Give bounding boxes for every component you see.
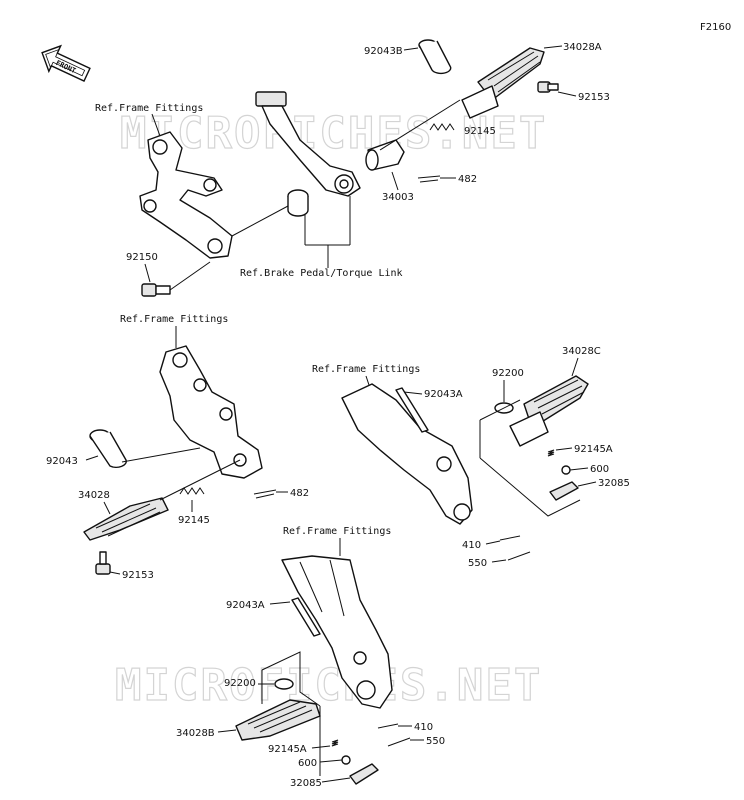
callout-600-bottom: 600 <box>298 758 317 769</box>
ball-600-mid <box>561 465 571 475</box>
callout-482-mid: 482 <box>290 488 309 499</box>
pin-92043 <box>89 429 127 468</box>
callout-92153-top: 92153 <box>578 92 610 103</box>
clip-482-mid <box>253 489 277 499</box>
watermark-bottom: MICROFICHES.NET <box>115 660 542 711</box>
callout-92145-top: 92145 <box>464 126 496 137</box>
cotter-550-mid <box>507 551 531 561</box>
callout-92150: 92150 <box>126 252 158 263</box>
callout-34028B: 34028B <box>176 728 215 739</box>
callout-92043A-mid: 92043A <box>424 389 463 400</box>
front-arrow-icon: FRONT <box>41 44 91 82</box>
footpeg-34028A <box>461 47 545 119</box>
pin-92043A-mid <box>395 387 429 433</box>
ref-frame-fittings-label-1: Ref.Frame Fittings <box>95 103 203 114</box>
ref-frame-fittings-label-4: Ref.Frame Fittings <box>283 526 391 537</box>
callout-600-mid: 600 <box>590 464 609 475</box>
callout-34028A: 34028A <box>563 42 602 53</box>
footpeg-holder-34003 <box>365 139 405 171</box>
pin-410-mid <box>499 535 521 541</box>
bolt-92150 <box>141 283 171 297</box>
callout-92043: 92043 <box>46 456 78 467</box>
callout-92043A-bottom: 92043A <box>226 600 265 611</box>
callout-32085-bottom: 32085 <box>290 778 322 789</box>
ref-frame-fittings-label-2: Ref.Frame Fittings <box>120 314 228 325</box>
callout-92145-mid: 92145 <box>178 515 210 526</box>
pedal-lever <box>255 91 361 197</box>
spring-92145-top <box>429 123 455 131</box>
spring-92145A-bottom <box>331 739 339 747</box>
callout-32085-mid: 32085 <box>598 478 630 489</box>
washer-92200-bottom <box>274 678 294 690</box>
footrest-bracket-middle <box>159 345 263 479</box>
callout-34028C: 34028C <box>562 346 601 357</box>
footpeg-34028C <box>509 375 589 447</box>
spring-92145-mid <box>179 487 205 495</box>
ref-brake-pedal-label: Ref.Brake Pedal/Torque Link <box>240 268 403 279</box>
ball-600-bottom <box>341 755 351 765</box>
pin-92043A-bottom <box>291 597 321 637</box>
callout-92145A-mid: 92145A <box>574 444 613 455</box>
callout-92153-mid: 92153 <box>122 570 154 581</box>
bolt-92153-top <box>537 81 559 93</box>
callout-34003: 34003 <box>382 192 414 203</box>
callout-482-top: 482 <box>458 174 477 185</box>
callout-34028: 34028 <box>78 490 110 501</box>
callout-410-mid: 410 <box>462 540 481 551</box>
bolt-92153-mid <box>95 551 111 575</box>
spring-92145A-mid <box>547 449 555 457</box>
callout-550-mid: 550 <box>468 558 487 569</box>
clip-482-top <box>417 175 441 183</box>
callout-92200-bottom: 92200 <box>224 678 256 689</box>
callout-92200-mid: 92200 <box>492 368 524 379</box>
bushing <box>287 189 309 217</box>
cotter-550-bottom <box>387 737 411 747</box>
pillion-bracket-right <box>341 383 473 525</box>
callout-92145A-bottom: 92145A <box>268 744 307 755</box>
pin-92043B <box>418 39 452 75</box>
ref-frame-fittings-label-3: Ref.Frame Fittings <box>312 364 420 375</box>
callout-410-bottom: 410 <box>414 722 433 733</box>
plate-32085-mid <box>549 481 579 501</box>
callout-550-bottom: 550 <box>426 736 445 747</box>
plate-32085-bottom <box>349 763 379 785</box>
callout-92043B: 92043B <box>364 46 403 57</box>
pillion-bracket-bottom <box>281 555 393 709</box>
diagram-code: F2160 <box>700 22 731 33</box>
footpeg-34028 <box>83 497 169 541</box>
pin-410-bottom <box>377 723 399 729</box>
